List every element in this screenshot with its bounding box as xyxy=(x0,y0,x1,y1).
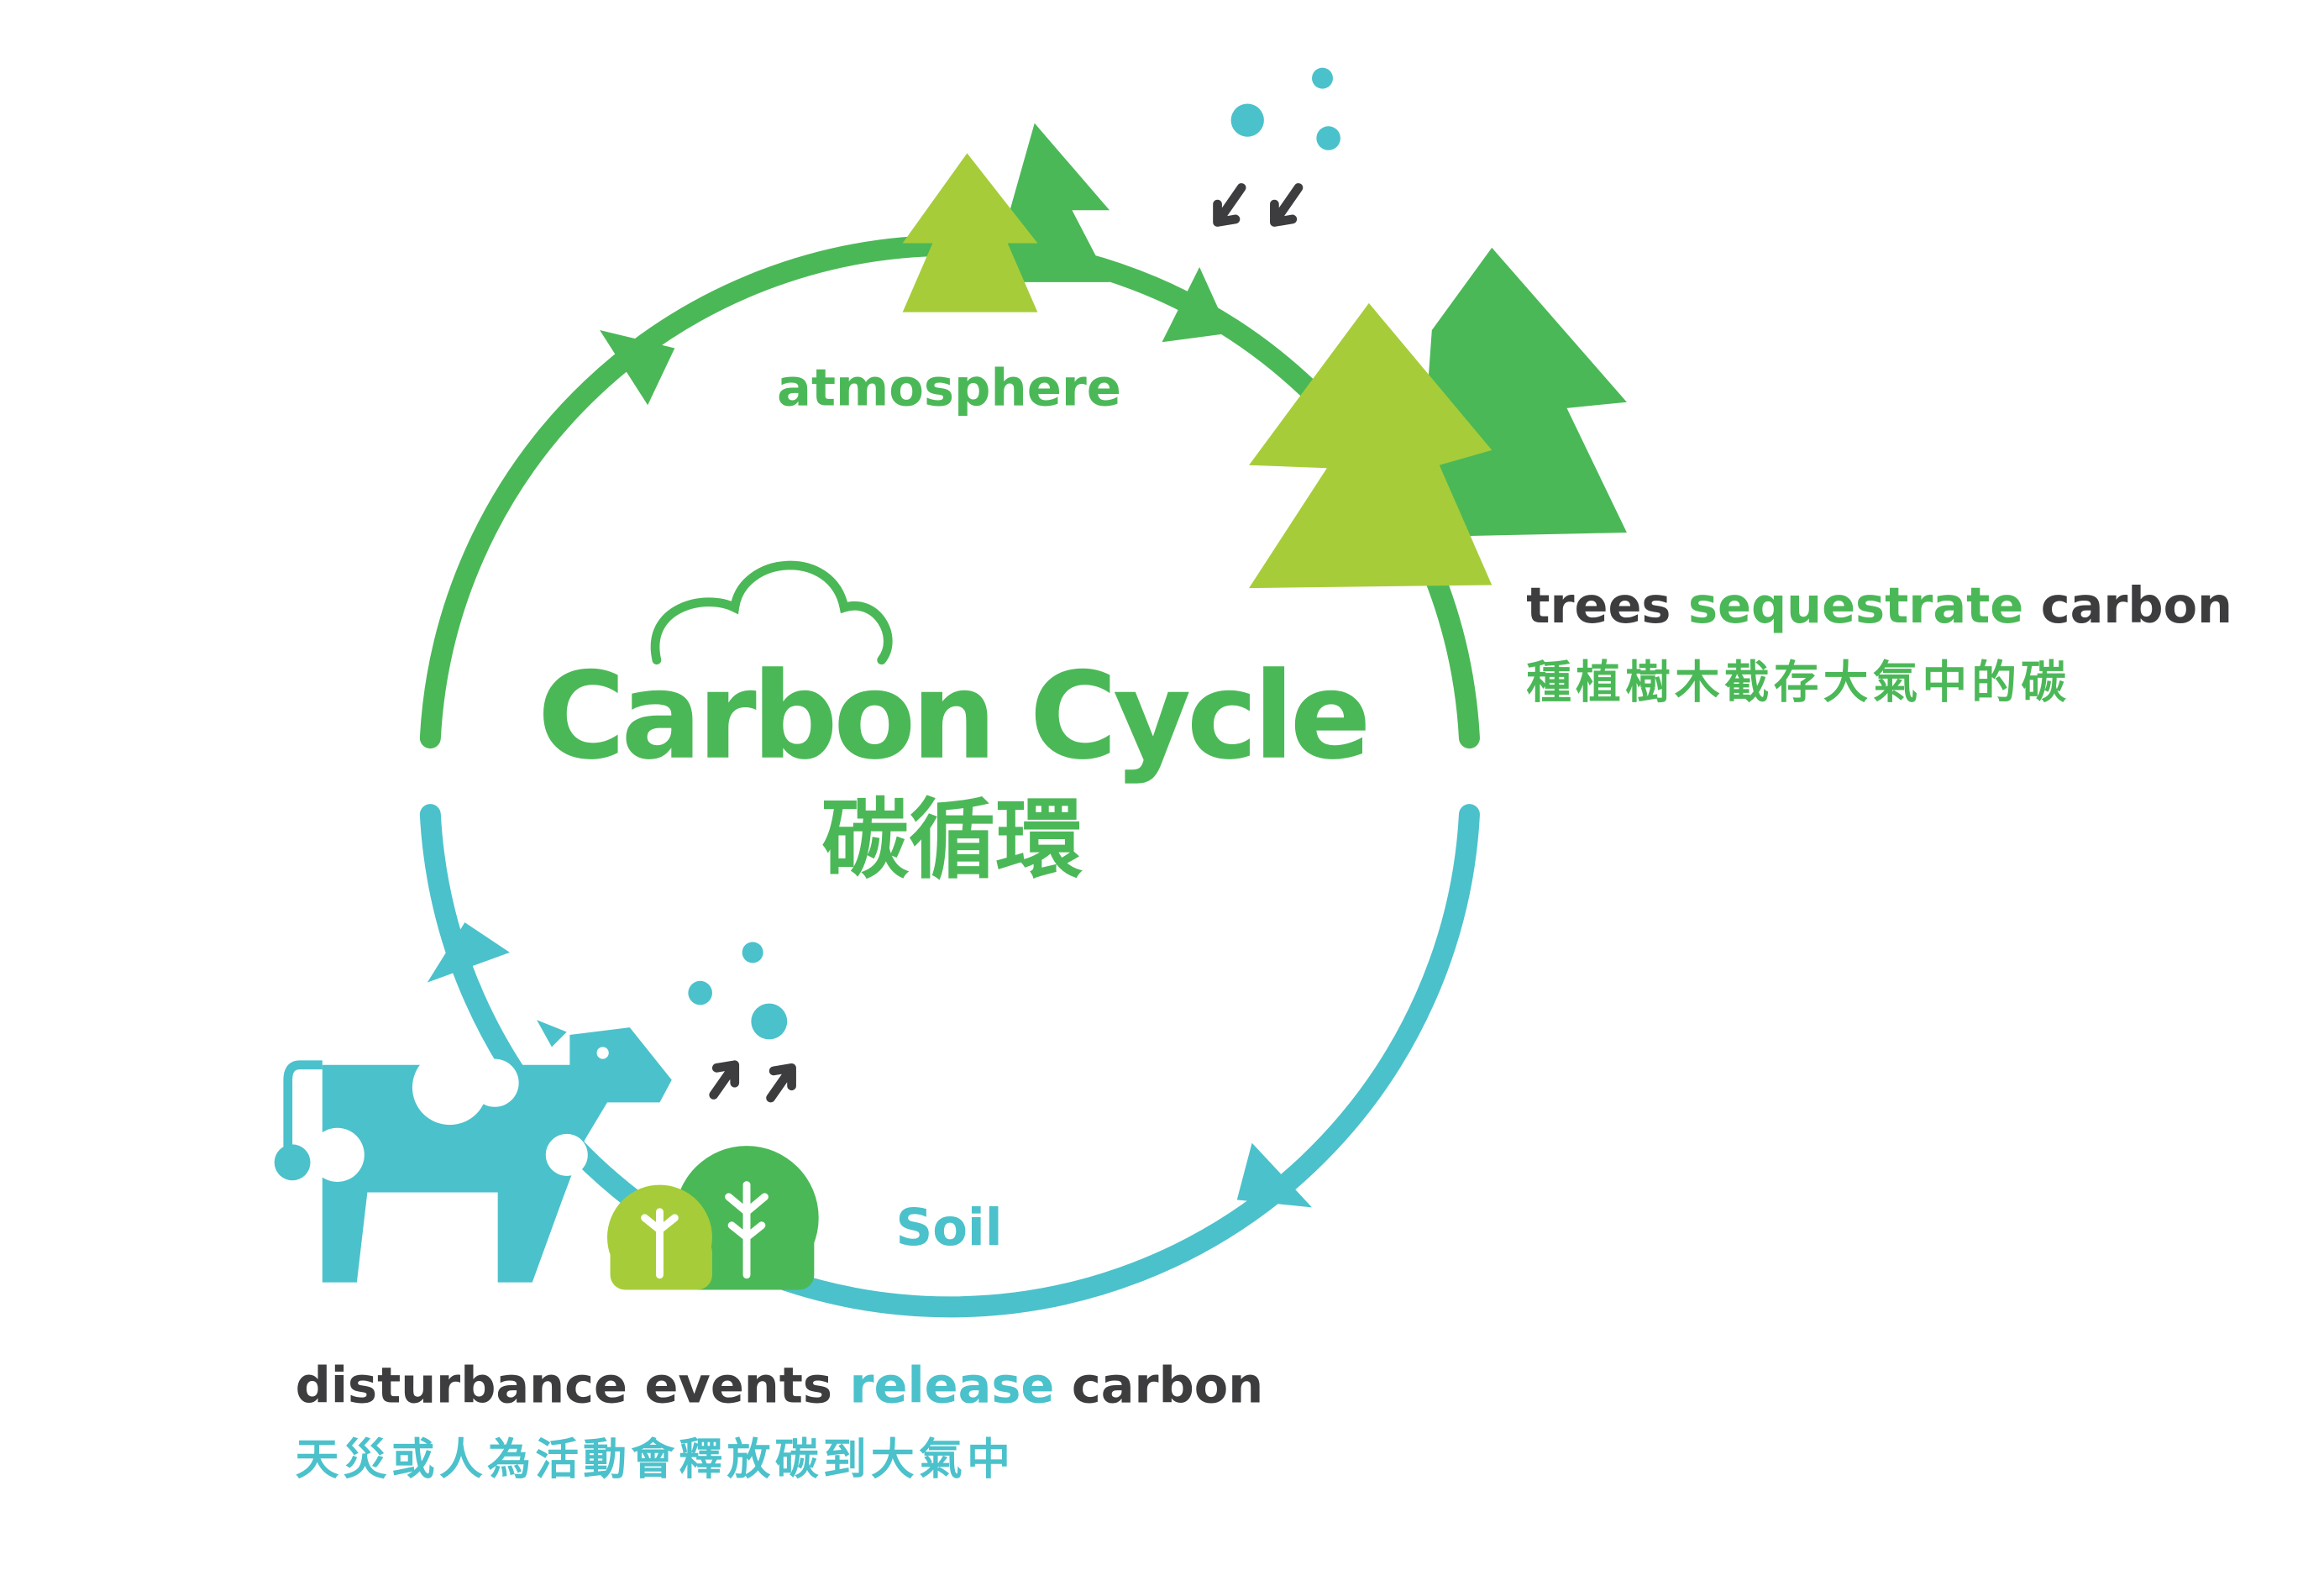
arrow-head-icon xyxy=(1162,267,1230,343)
large-trees-icon xyxy=(1249,247,1627,589)
title-en: Carbon Cycle xyxy=(538,646,1367,786)
trees-caption-en: trees sequestrate carbon xyxy=(1526,576,2232,634)
soil-label: Soil xyxy=(895,1199,1002,1257)
carbon-particles-icon xyxy=(1213,67,1340,227)
arrow-head-icon xyxy=(427,922,510,983)
arrow-head-icon xyxy=(600,330,675,406)
atmosphere-label: atmosphere xyxy=(777,359,1121,417)
disturbance-caption-zh: 天災或人為活動會釋放碳到大氣中 xyxy=(296,1435,1015,1485)
arrow-head-icon xyxy=(1236,1142,1313,1208)
disturbance-caption-en: disturbance events release carbon xyxy=(296,1356,1264,1414)
released-carbon-particles-icon xyxy=(688,942,796,1103)
cow-icon xyxy=(274,1020,672,1283)
cloud-icon xyxy=(650,560,893,665)
lower-cycle-arc xyxy=(419,804,1480,1318)
small-trees-icon xyxy=(902,123,1110,312)
trees-caption-zh: 種植樹木截存大氣中的碳 xyxy=(1526,655,2070,708)
bushes-icon xyxy=(606,1146,819,1290)
title-zh: 碳循環 xyxy=(821,790,1083,891)
